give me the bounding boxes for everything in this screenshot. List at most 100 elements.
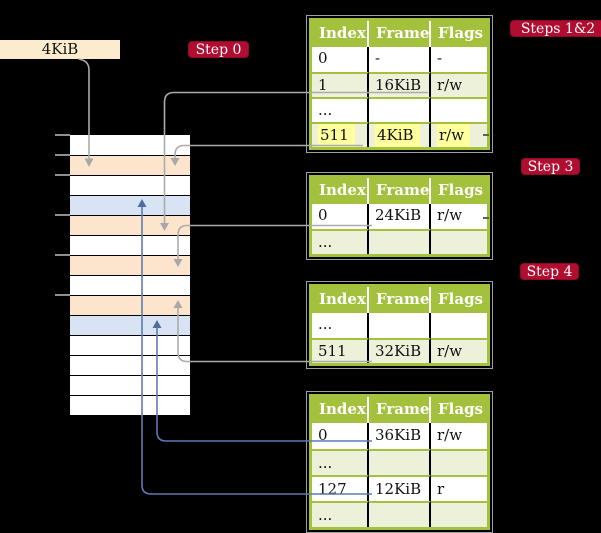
memory-row-13-free bbox=[70, 395, 190, 415]
table-cell: r/w bbox=[431, 122, 487, 147]
table-cell: ... bbox=[312, 313, 369, 338]
physical-address-box: 4KiB bbox=[0, 40, 120, 59]
header-cell-frame: Frame bbox=[369, 21, 431, 47]
table-cell: ... bbox=[312, 97, 369, 122]
table-cell: 24KiB bbox=[369, 204, 431, 229]
table-cell: 0 bbox=[312, 47, 369, 72]
table-cell: ... bbox=[312, 501, 369, 527]
table-cell bbox=[369, 313, 431, 338]
table-cell bbox=[431, 501, 487, 527]
table-row: 0-- bbox=[312, 47, 487, 72]
highlighted-value: 4KiB bbox=[375, 124, 420, 147]
memory-row-6-pagetable bbox=[70, 255, 190, 275]
memory-tick bbox=[55, 174, 70, 176]
table-cell bbox=[369, 449, 431, 475]
table-cell: ... bbox=[312, 449, 369, 475]
table-cell bbox=[369, 97, 431, 122]
table-cell: r/w bbox=[431, 204, 487, 229]
table-row: ... bbox=[312, 313, 487, 338]
table-cell bbox=[431, 97, 487, 122]
memory-row-1-pagetable bbox=[70, 155, 190, 175]
table-cell: 0 bbox=[312, 204, 369, 229]
memory-tick bbox=[55, 294, 70, 296]
header-cell-flags: Flags bbox=[431, 21, 487, 47]
table-cell: - bbox=[431, 47, 487, 72]
table-cell: ... bbox=[312, 229, 369, 254]
header-cell-index: Index bbox=[312, 287, 369, 313]
header-cell-frame: Frame bbox=[369, 178, 431, 204]
table-cell: r/w bbox=[431, 423, 487, 449]
table-cell: 16KiB bbox=[369, 72, 431, 97]
highlighted-value: 511 bbox=[318, 124, 355, 147]
table-row: ... bbox=[312, 501, 487, 527]
table-cell: r bbox=[431, 475, 487, 501]
steps12-badge: Steps 1&2 bbox=[510, 20, 601, 37]
highlighted-value: r/w bbox=[437, 124, 471, 147]
table-cell: 127 bbox=[312, 475, 369, 501]
table-cell: 12KiB bbox=[369, 475, 431, 501]
memory-row-3-mapped bbox=[70, 195, 190, 215]
step4-badge: Step 4 bbox=[520, 263, 579, 280]
header-cell-frame: Frame bbox=[369, 397, 431, 423]
memory-row-8-pagetable bbox=[70, 295, 190, 315]
header-cell-frame: Frame bbox=[369, 287, 431, 313]
table-cell bbox=[431, 449, 487, 475]
table-cell: 0 bbox=[312, 423, 369, 449]
memory-row-10-free bbox=[70, 335, 190, 355]
header-cell-flags: Flags bbox=[431, 178, 487, 204]
table-cell bbox=[369, 501, 431, 527]
memory-row-9-mapped bbox=[70, 315, 190, 335]
table-row: ... bbox=[312, 449, 487, 475]
memory-row-12-free bbox=[70, 375, 190, 395]
memory-row-2-free bbox=[70, 175, 190, 195]
table-cell bbox=[369, 229, 431, 254]
table-cell bbox=[431, 229, 487, 254]
step3-badge: Step 3 bbox=[521, 158, 580, 175]
table-row: 511 4KiB r/w bbox=[312, 122, 487, 147]
table-cell: 36KiB bbox=[369, 423, 431, 449]
header-cell-flags: Flags bbox=[431, 287, 487, 313]
table-row: ... bbox=[312, 229, 487, 254]
memory-row-4-pagetable bbox=[70, 215, 190, 235]
step0-badge: Step 0 bbox=[188, 41, 249, 58]
memory-tick bbox=[55, 154, 70, 156]
memory-row-7-free bbox=[70, 275, 190, 295]
memory-tick bbox=[55, 134, 70, 136]
header-cell-index: Index bbox=[312, 397, 369, 423]
memory-tick bbox=[55, 254, 70, 256]
table-cell: r/w bbox=[431, 338, 487, 363]
table-cell: 511 bbox=[312, 338, 369, 363]
table-cell bbox=[431, 313, 487, 338]
table-cell: - bbox=[369, 47, 431, 72]
memory-tick bbox=[55, 214, 70, 216]
table-row: ... bbox=[312, 97, 487, 122]
physical-memory-column bbox=[70, 135, 190, 415]
table-cell: 32KiB bbox=[369, 338, 431, 363]
header-cell-flags: Flags bbox=[431, 397, 487, 423]
table-cell: 511 bbox=[312, 122, 369, 147]
table-cell: 1 bbox=[312, 72, 369, 97]
header-cell-index: Index bbox=[312, 178, 369, 204]
memory-row-5-free bbox=[70, 235, 190, 255]
memory-row-0-free bbox=[70, 135, 190, 155]
table-cell: 4KiB bbox=[369, 122, 431, 147]
table-cell: r/w bbox=[431, 72, 487, 97]
